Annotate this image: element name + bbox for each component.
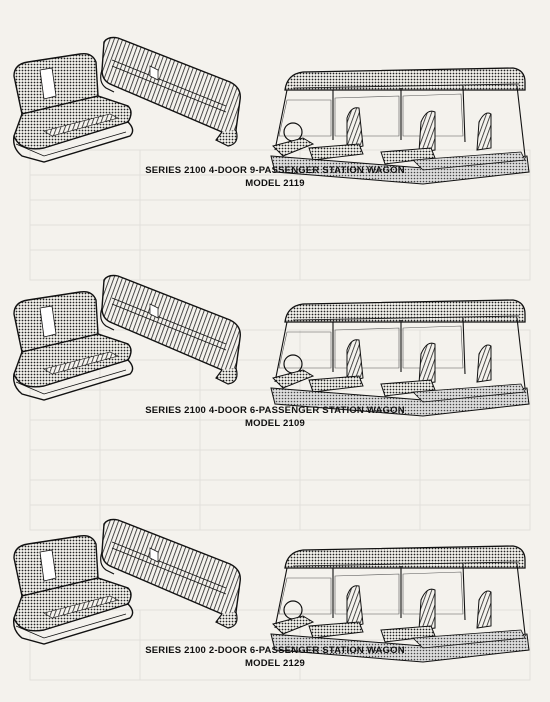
- seat-illustration: [12, 36, 241, 163]
- section-model-2129: SERIES 2100 2-DOOR 6-PASSENGER STATION W…: [0, 512, 550, 690]
- section-model: MODEL 2119: [245, 178, 305, 189]
- seat-illustration: [12, 274, 241, 401]
- section-title: SERIES 2100 2-DOOR 6-PASSENGER STATION W…: [145, 645, 405, 656]
- section-title: SERIES 2100 4-DOOR 9-PASSENGER STATION W…: [145, 165, 405, 176]
- section-title: SERIES 2100 4-DOOR 6-PASSENGER STATION W…: [145, 405, 405, 416]
- section-model: MODEL 2129: [245, 658, 305, 669]
- section-caption: SERIES 2100 4-DOOR 6-PASSENGER STATION W…: [0, 404, 550, 430]
- section-caption: SERIES 2100 4-DOOR 9-PASSENGER STATION W…: [0, 164, 550, 190]
- section-model-2119: SERIES 2100 4-DOOR 9-PASSENGER STATION W…: [0, 32, 550, 190]
- seat-illustration: [12, 518, 241, 645]
- section-model-2109: SERIES 2100 4-DOOR 6-PASSENGER STATION W…: [0, 268, 550, 438]
- section-model: MODEL 2109: [245, 418, 305, 429]
- section-caption: SERIES 2100 2-DOOR 6-PASSENGER STATION W…: [0, 644, 550, 670]
